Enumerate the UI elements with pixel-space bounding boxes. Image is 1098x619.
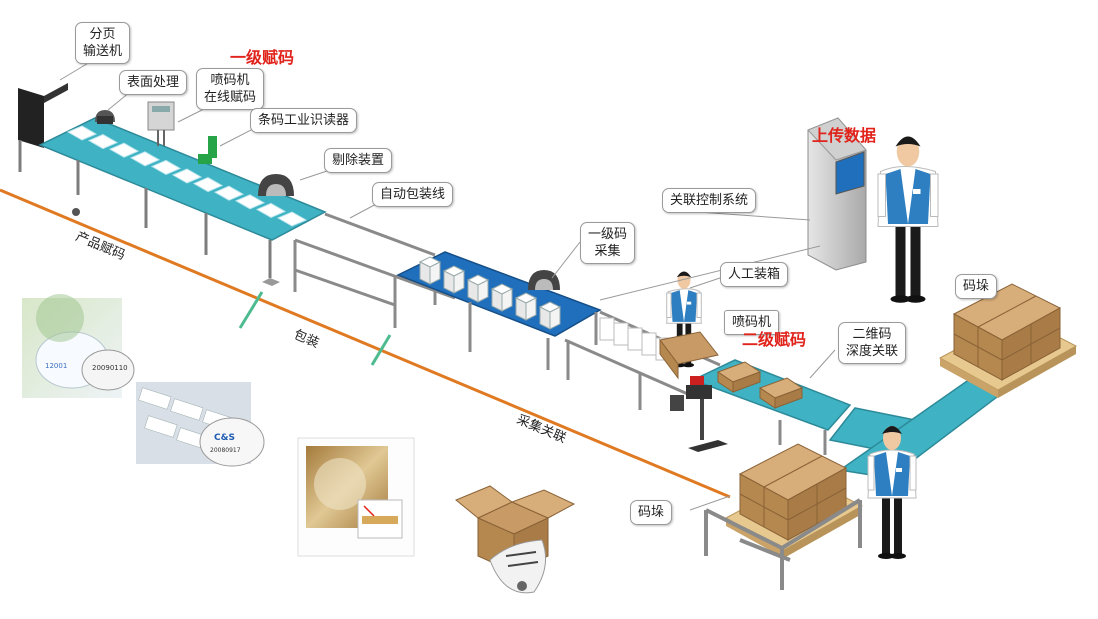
callout-manual-box: 人工装箱 (720, 262, 789, 287)
conveyor-2 (396, 251, 602, 370)
callout-reader: 条码工业识读器 (250, 108, 358, 133)
pager-machine (18, 83, 68, 172)
photo-packets: C&S 20080917 (136, 382, 265, 467)
photo-carton (455, 485, 576, 594)
callout-collect: 一级码 采集 (580, 222, 636, 264)
packing-box (659, 331, 719, 380)
person-icon (867, 426, 917, 559)
barcode-reader (198, 136, 217, 164)
conveyor-3-boxes (716, 361, 804, 409)
svg-text:C&S: C&S (214, 433, 235, 443)
callout-surface: 表面处理 (119, 70, 188, 95)
label-level1: 一级赋码 (230, 48, 295, 67)
person-icon (877, 136, 939, 303)
callout-control: 关联控制系统 (662, 188, 757, 213)
pallet-stack-1 (724, 443, 864, 558)
callout-auto-pack: 自动包装线 (372, 182, 454, 207)
reject-device (258, 174, 294, 196)
callout-pallet1: 码垛 (955, 274, 998, 299)
flow-line (0, 188, 731, 499)
callout-inkjet2: 喷码机 (724, 310, 780, 335)
pallet-stack-2 (938, 283, 1078, 398)
conveyor-1 (38, 117, 327, 286)
callout-reject: 剔除装置 (324, 148, 393, 173)
inkjet-printer-2 (670, 376, 728, 452)
svg-text:20080917: 20080917 (210, 447, 241, 454)
svg-text:12001: 12001 (45, 362, 67, 370)
pallet-frame (704, 498, 862, 590)
table-frame (293, 212, 456, 328)
callout-pager: 分页 输送机 (75, 22, 131, 64)
flow-divider-2 (370, 334, 392, 366)
flow-divider-1 (238, 291, 264, 329)
label-level2: 二级赋码 (742, 330, 807, 349)
surface-hood (95, 110, 115, 124)
callout-qr-assoc: 二维码 深度关联 (838, 322, 907, 364)
inkjet-printer-1 (147, 101, 175, 146)
photo-gold-box (297, 437, 415, 557)
svg-text:20090110: 20090110 (92, 364, 128, 372)
label-upload: 上传数据 (812, 126, 877, 145)
collect-reader (528, 270, 560, 290)
callout-inkjet: 喷码机 在线赋码 (196, 68, 265, 110)
callout-pallet2: 码垛 (630, 500, 673, 525)
server-icon (807, 117, 867, 271)
photo-bottle: 20090110 12001 (22, 294, 135, 398)
